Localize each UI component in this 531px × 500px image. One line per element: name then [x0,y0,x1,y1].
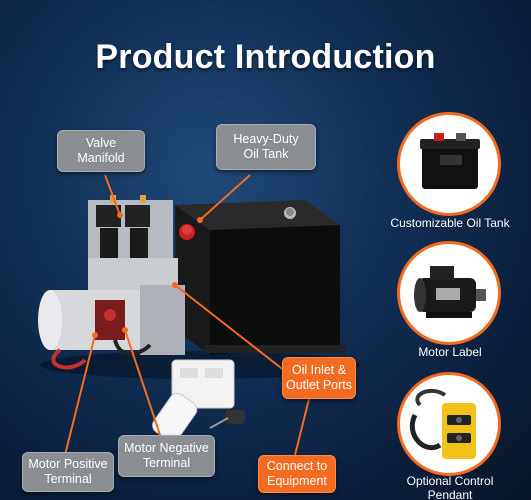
oil-tank-icon [420,133,480,189]
motor-negative-callout: Motor Negative Terminal [118,435,215,477]
feature-pendant-label: Optional Control Pendant [406,474,494,500]
feature-oil-tank-label: Customizable Oil Tank [390,216,510,230]
oil-ports-label: Oil Inlet & Outlet Ports [286,363,352,392]
connect-equipment-label: Connect to Equipment [266,459,328,488]
page-title: Product Introduction [95,38,436,76]
oil-tank-label: Heavy-Duty Oil Tank [233,132,299,161]
feature-oil-tank-circle [397,112,501,216]
oil-ports-callout: Oil Inlet & Outlet Ports [282,357,356,399]
oil-tank-callout: Heavy-Duty Oil Tank [216,124,316,170]
connect-equipment-callout: Connect to Equipment [258,455,336,493]
oil-tank-body [175,200,345,355]
motor-positive-label: Motor Positive Terminal [28,457,108,486]
valve-manifold-label: Valve Manifold [77,136,125,165]
feature-motor-label: Motor Label [418,345,482,359]
motor-positive-callout: Motor Positive Terminal [22,452,114,492]
remote-receiver [171,359,235,409]
feature-motor-circle [397,241,501,345]
remote-fobs [152,393,245,442]
valve-manifold-callout: Valve Manifold [57,130,145,172]
valve-block [88,195,178,293]
motor-body [38,285,185,370]
pendant-icon [409,388,476,459]
motor-negative-label: Motor Negative Terminal [124,441,209,470]
feature-pendant-circle [397,372,501,476]
motor-icon [414,266,486,318]
